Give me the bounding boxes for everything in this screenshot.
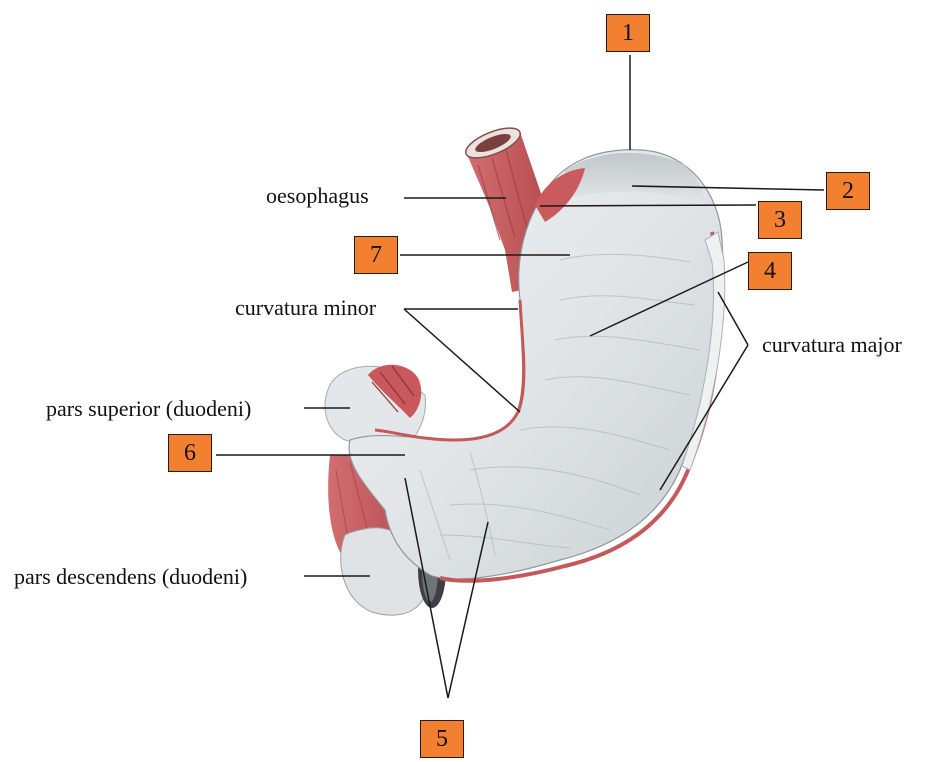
marker-7: 7 (354, 236, 398, 274)
marker-1: 1 (606, 14, 650, 52)
label-curvatura-major: curvatura major (762, 334, 902, 356)
label-pars-superior: pars superior (duodeni) (46, 398, 251, 420)
marker-5: 5 (420, 720, 464, 758)
leader-3 (540, 205, 756, 206)
marker-2: 2 (826, 172, 870, 210)
marker-6: 6 (168, 434, 212, 472)
label-oesophagus: oesophagus (266, 185, 369, 207)
label-pars-descendens: pars descendens (duodeni) (14, 566, 247, 588)
marker-3: 3 (758, 201, 802, 239)
marker-4: 4 (748, 252, 792, 290)
label-curvatura-minor: curvatura minor (235, 297, 376, 319)
stomach-body-shape (349, 150, 725, 581)
